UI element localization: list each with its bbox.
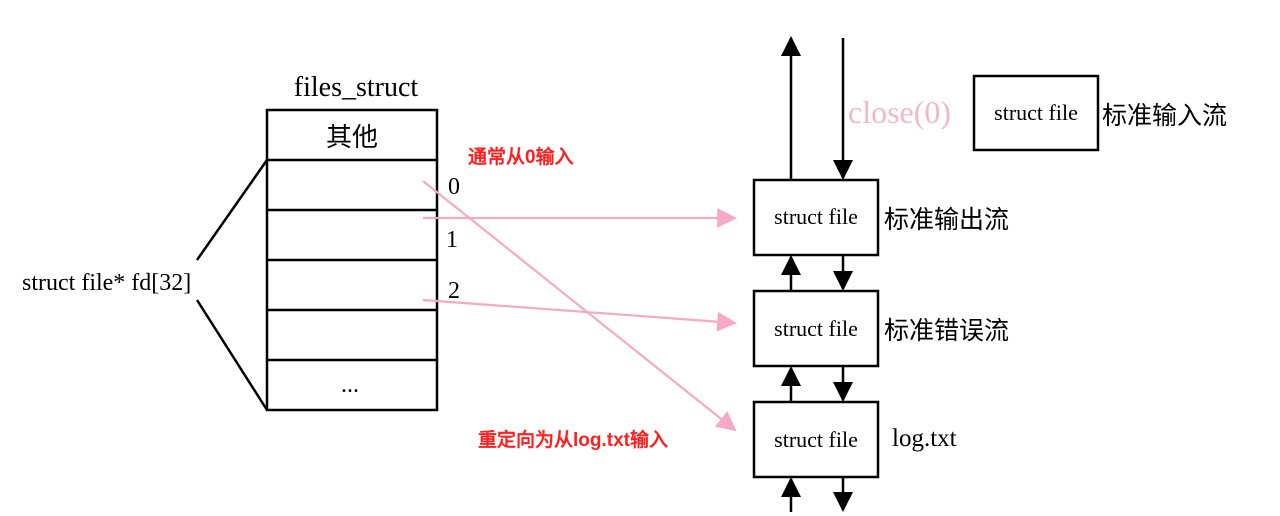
logfile-node-box	[752, 400, 880, 479]
close-call-note: close(0)	[848, 94, 951, 130]
closed-stdin-node-label: struct file	[994, 100, 1078, 125]
fd-array-bracket	[195, 159, 269, 411]
ellipsis-cell: ...	[341, 372, 359, 398]
fd-index-2: 2	[448, 278, 460, 304]
normal-input-note: 通常从0输入	[468, 145, 574, 168]
files-struct-title: files_struct	[294, 72, 419, 103]
files-struct-table	[265, 108, 439, 412]
closed-stdin-node-name: 标准输入流	[1102, 102, 1227, 130]
redirect-input-note: 重定向为从log.txt输入	[478, 428, 668, 451]
fd-array-label: struct file* fd[32]	[22, 270, 191, 296]
stdout-node-label: struct file	[774, 204, 858, 229]
fd-index-1: 1	[446, 227, 458, 253]
file-list-links	[781, 36, 853, 512]
stdout-node-box	[752, 178, 880, 257]
other-cell: 其他	[326, 123, 378, 152]
closed-stdin-node-box	[972, 74, 1100, 152]
fd0-to-logfile-arrow	[422, 180, 737, 432]
fd2-to-stderr-arrow	[422, 298, 737, 332]
stdout-node-name: 标准输出流	[884, 206, 1009, 234]
stderr-node-name: 标准错误流	[884, 317, 1009, 345]
logfile-node-label: struct file	[774, 427, 858, 452]
logfile-node-name: log.txt	[892, 425, 957, 452]
fd-index-0: 0	[448, 174, 460, 200]
stderr-node-label: struct file	[774, 316, 858, 341]
fd-pointer-arrows	[422, 180, 737, 432]
stderr-node-box	[752, 289, 880, 368]
